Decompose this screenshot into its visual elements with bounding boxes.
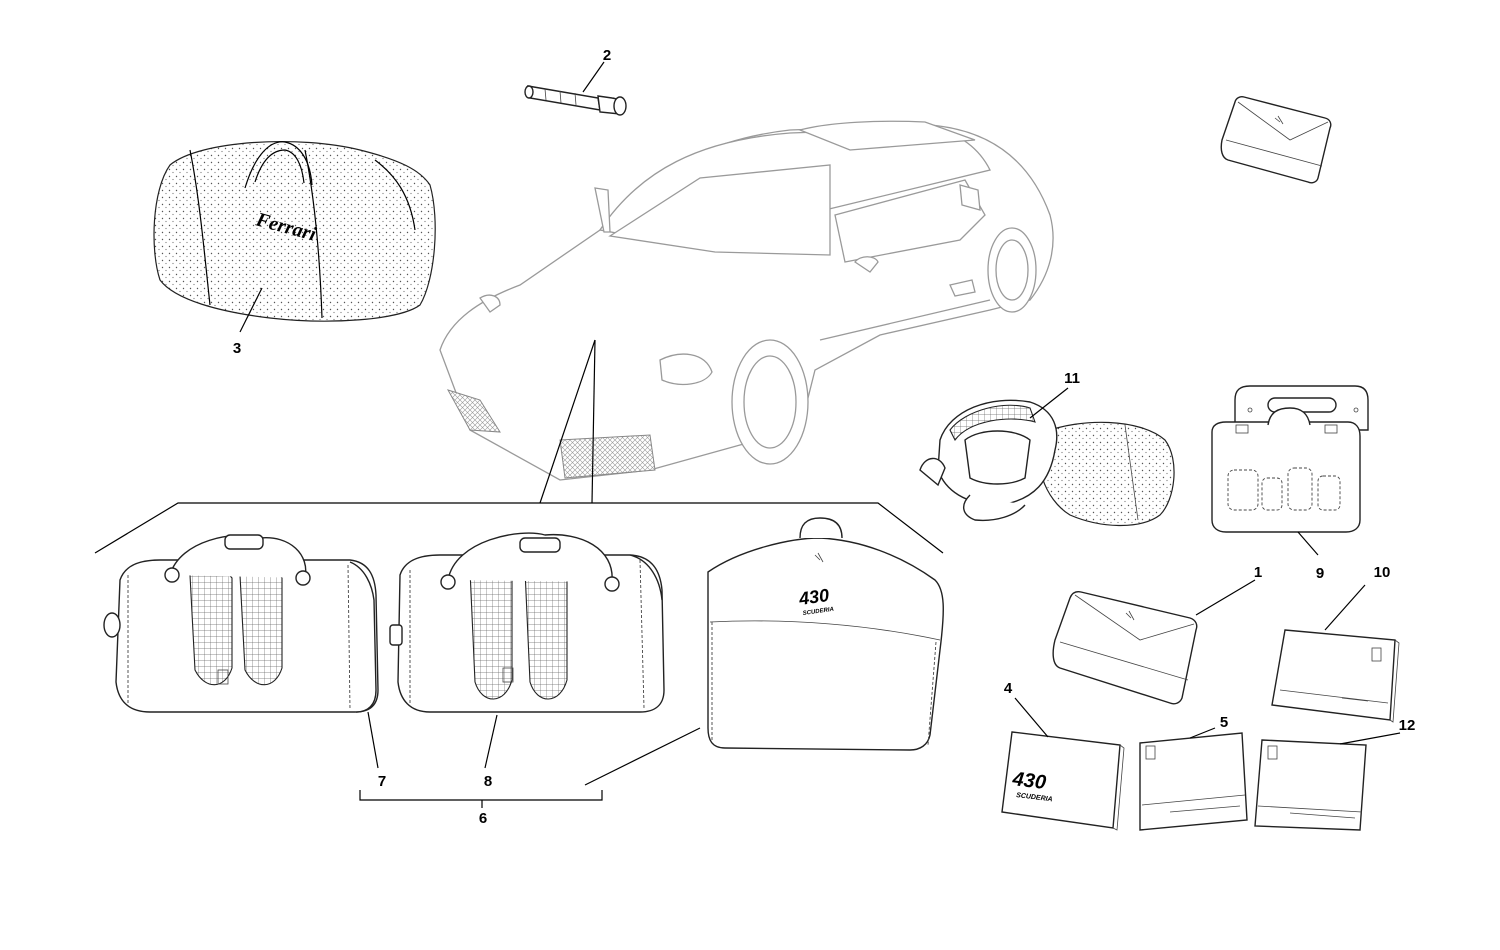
callout-4: 4 <box>1004 680 1013 697</box>
leader-lines <box>239 61 1069 419</box>
callout-7: 7 <box>378 773 386 790</box>
callout-1: 1 <box>1254 564 1262 581</box>
duffel-bag-7 <box>103 534 379 769</box>
luggage-set-bracket <box>359 790 603 808</box>
callout-6: 6 <box>479 810 487 827</box>
duffel-bag-8 <box>389 532 665 769</box>
care-kit-case <box>1211 385 1369 556</box>
callout-12: 12 <box>1399 717 1416 734</box>
manual-430-scuderia: 430 SCUDERIA <box>1001 697 1125 831</box>
car-cover-bag: Ferrari <box>153 141 436 322</box>
garment-bag: 430 SCUDERIA <box>584 517 944 786</box>
luggage-set-leaders <box>94 339 944 554</box>
callout-5: 5 <box>1220 714 1228 731</box>
garment-bag-model-number: 430 <box>797 585 831 609</box>
flashlight <box>524 85 627 116</box>
callout-labels: 2 3 11 9 1 10 4 5 12 7 8 6 <box>233 47 1416 827</box>
document-wallet <box>1052 579 1256 705</box>
document-pouch-small <box>1220 96 1332 184</box>
callout-10: 10 <box>1374 564 1391 581</box>
car-illustration <box>439 120 1054 481</box>
callout-9: 9 <box>1316 565 1324 582</box>
owners-manual-10 <box>1271 584 1400 723</box>
model-number-logo: 430 <box>1010 768 1047 794</box>
callout-8: 8 <box>484 773 492 790</box>
helmet-and-bag <box>919 399 1175 527</box>
model-name-logo: SCUDERIA <box>1016 792 1053 803</box>
manual-12 <box>1254 732 1401 831</box>
callout-2: 2 <box>603 47 611 64</box>
manual-5 <box>1139 727 1248 831</box>
callout-3: 3 <box>233 340 241 357</box>
callout-11: 11 <box>1064 370 1080 387</box>
garment-bag-model-name: SCUDERIA <box>802 607 834 617</box>
